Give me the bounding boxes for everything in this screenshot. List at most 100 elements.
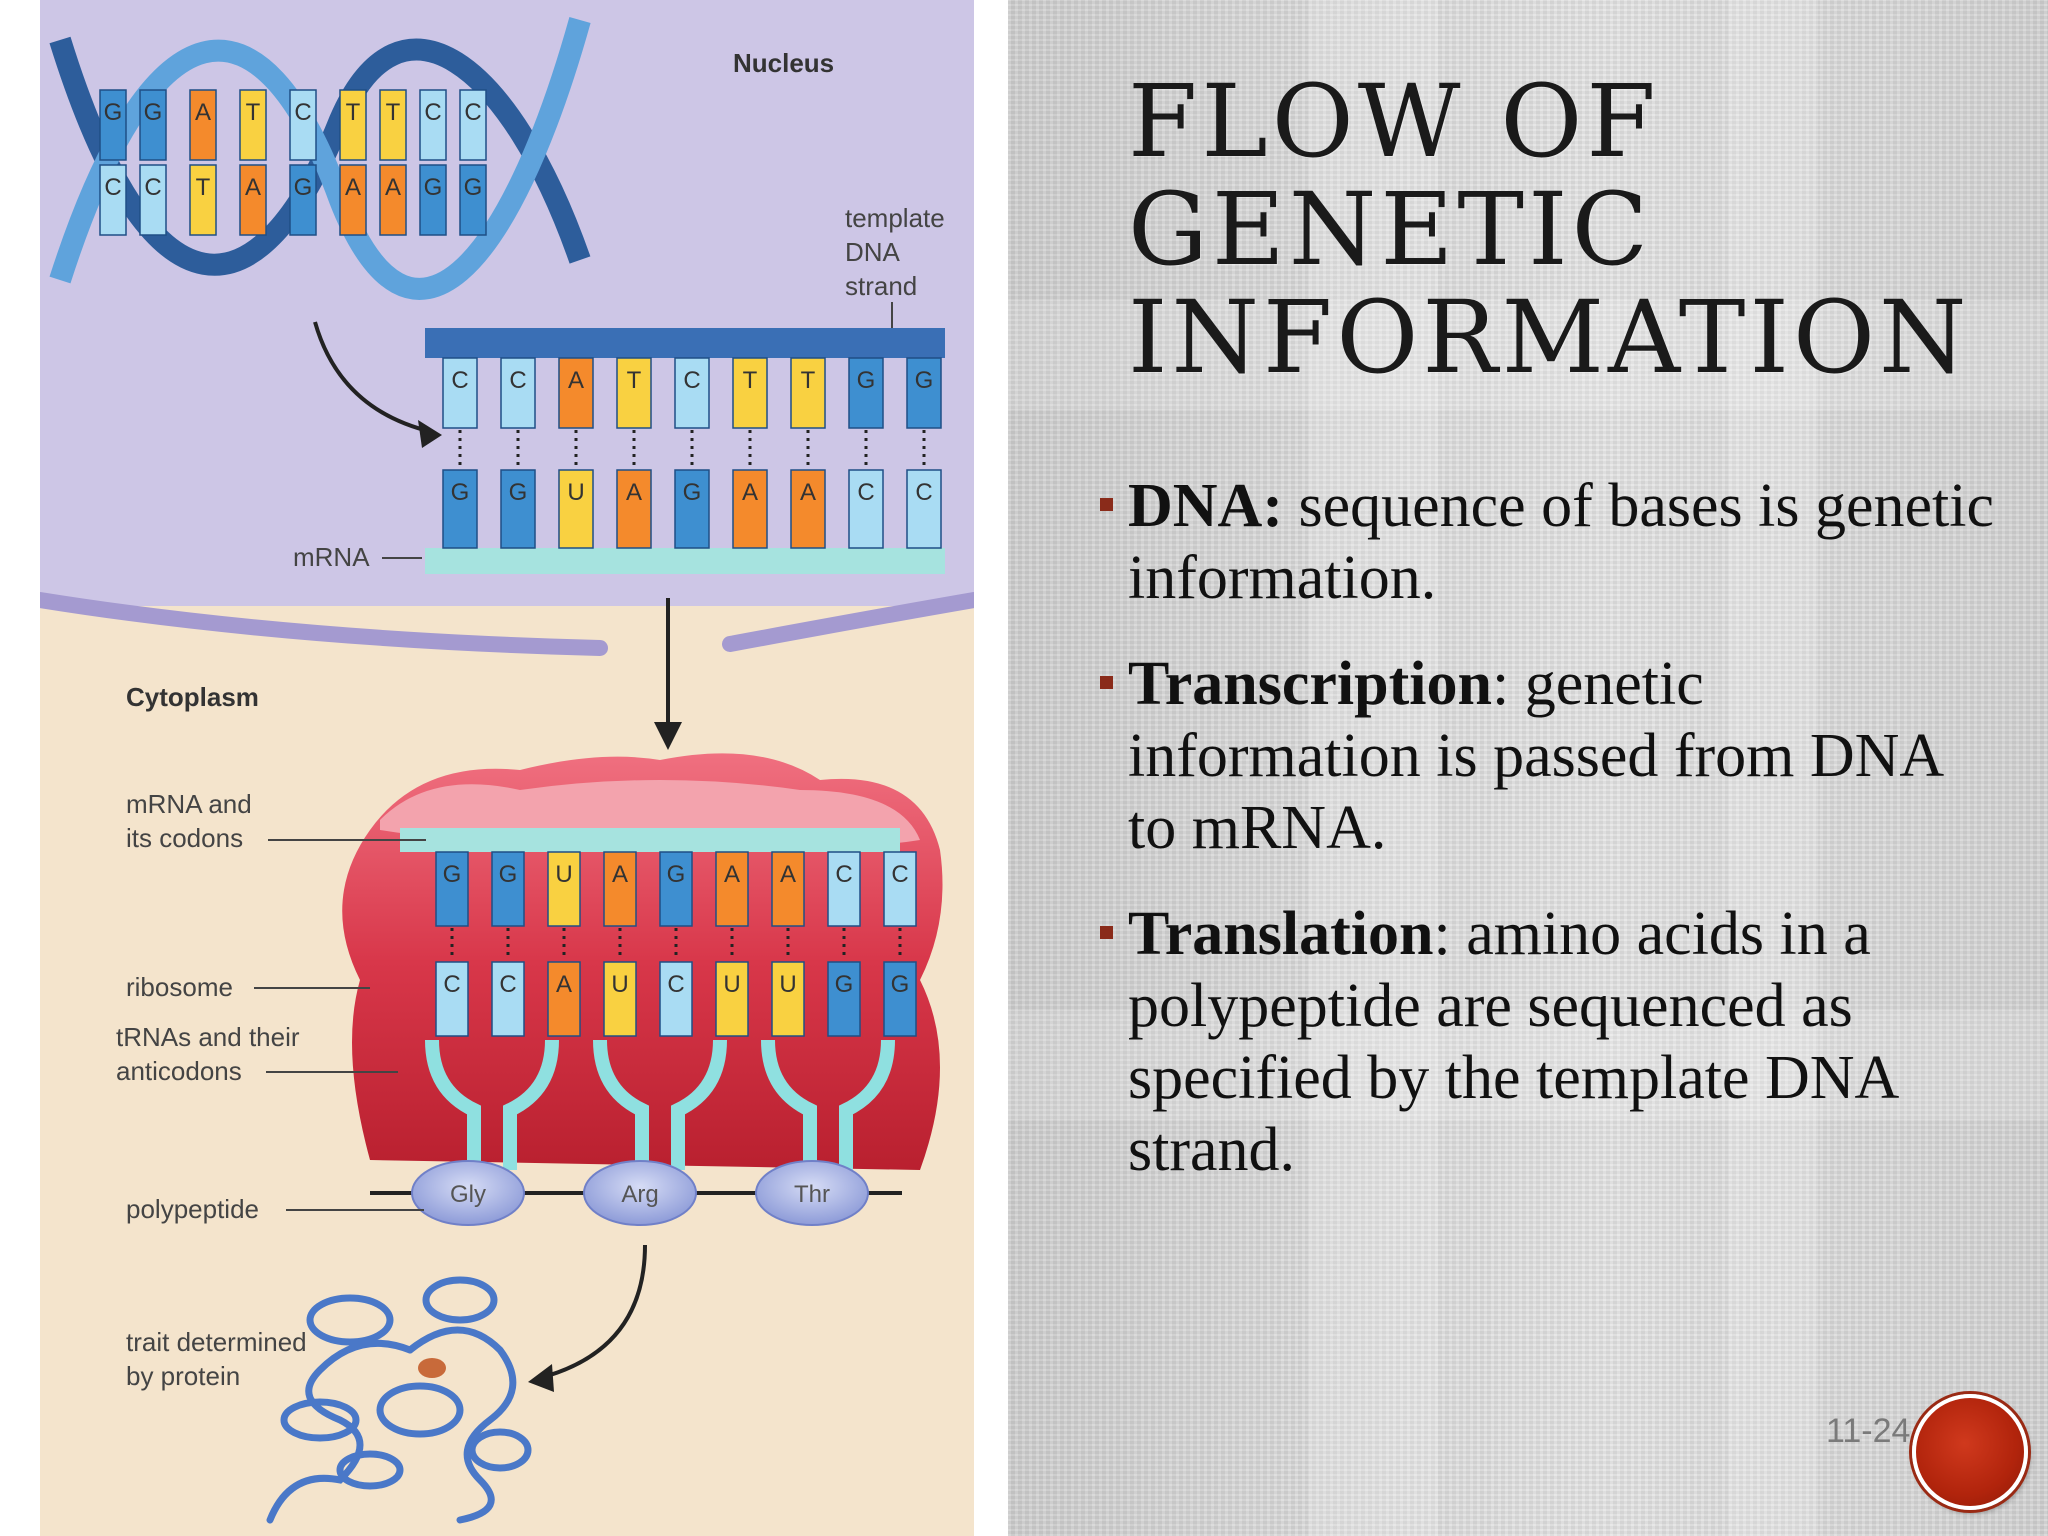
mrna-base: G: [500, 469, 536, 549]
helix-base: C: [289, 89, 317, 161]
template-base-letter: T: [801, 367, 816, 394]
mrna-label: mRNA: [293, 542, 370, 572]
mrna-base-letter: C: [915, 479, 932, 506]
ribosome-mrna-strand: [400, 828, 900, 852]
bullet-text: sequence of bases is genetic information…: [1128, 472, 1994, 612]
template-base: T: [790, 357, 826, 429]
mrna-base-letter: A: [800, 479, 816, 506]
amino-acid-label: Gly: [450, 1181, 486, 1208]
template-base: A: [558, 357, 594, 429]
codon-base-letter: G: [499, 861, 518, 888]
folding-arrowhead: [528, 1364, 554, 1392]
template-base-letter: C: [451, 367, 468, 394]
template-base: C: [674, 357, 710, 429]
codon-base: A: [603, 851, 637, 927]
codon-base: G: [659, 851, 693, 927]
template-base-letter: G: [915, 367, 934, 394]
bullet-item-dna: DNA: sequence of bases is genetic inform…: [1100, 470, 2000, 614]
bullet-item-translation: Translation: amino acids in a polypeptid…: [1100, 898, 2000, 1186]
template-base-letter: C: [683, 367, 700, 394]
trna-stem: [761, 1039, 895, 1170]
template-dna-label-line3: strand: [845, 271, 917, 301]
anticodon-base: A: [547, 961, 581, 1037]
polypeptide-label: polypeptide: [126, 1194, 259, 1224]
template-base-letter: T: [743, 367, 758, 394]
mrna-base: A: [732, 469, 768, 549]
helix-base-letter: C: [464, 99, 481, 126]
template-base: G: [848, 357, 884, 429]
helix-base: A: [379, 164, 407, 236]
codon-base: C: [883, 851, 917, 927]
helix-base: C: [99, 164, 127, 236]
helix-base-letter: C: [294, 99, 311, 126]
helix-base-letter: A: [345, 174, 361, 201]
bullet-term: Translation: [1128, 900, 1434, 968]
slide-badge-icon: [1912, 1394, 2028, 1510]
helix-base: G: [99, 89, 127, 161]
bullet-term: DNA:: [1128, 472, 1283, 540]
trna-stem: [425, 1039, 559, 1170]
template-base-letter: G: [857, 367, 876, 394]
mrna-base: A: [616, 469, 652, 549]
amino-acid-label: Arg: [621, 1181, 658, 1208]
bullet-text: : genetic information is passed from DNA…: [1128, 650, 1941, 862]
bullet-list: DNA: sequence of bases is genetic inform…: [1100, 470, 2000, 1220]
helix-base-letter: A: [195, 99, 211, 126]
folding-arrow: [539, 1244, 647, 1380]
anticodon-base-letter: C: [499, 971, 516, 998]
anticodon-base: C: [491, 961, 525, 1037]
helix-base-letter: C: [424, 99, 441, 126]
template-strand-backbone: [425, 328, 945, 358]
helix-base: T: [379, 89, 407, 161]
template-base: C: [500, 357, 536, 429]
codon-base: A: [771, 851, 805, 927]
anticodon-base: U: [715, 961, 749, 1037]
helix-base: T: [239, 89, 267, 161]
mrna-base-letter: G: [509, 479, 528, 506]
slide-text-panel: Flow of Genetic Information DNA: sequenc…: [1008, 0, 2048, 1536]
helix-base-letter: T: [246, 99, 261, 126]
panel-texture-band: [1308, 0, 1438, 1536]
anticodon-base: U: [603, 961, 637, 1037]
helix-base-letter: T: [196, 174, 211, 201]
template-base: T: [616, 357, 652, 429]
folded-protein-icon: [266, 1276, 532, 1524]
codon-base-letter: U: [555, 861, 572, 888]
anticodon-base-letter: C: [443, 971, 460, 998]
anticodon-base-letter: G: [891, 971, 910, 998]
transcription-arrow: [313, 321, 433, 434]
trait-label-line2: by protein: [126, 1361, 240, 1391]
anticodon-base: G: [883, 961, 917, 1037]
template-base-letter: T: [627, 367, 642, 394]
codon-base: A: [715, 851, 749, 927]
bullet-text: : amino acids in a polypeptide are seque…: [1128, 900, 1896, 1184]
anticodon-base-letter: A: [556, 971, 572, 998]
codon-base: G: [491, 851, 525, 927]
template-base: G: [906, 357, 942, 429]
amino-acid-label: Thr: [794, 1181, 830, 1208]
transcription-arrowhead: [418, 420, 442, 448]
helix-base: C: [419, 89, 447, 161]
panel-texture-band: [1008, 1010, 2048, 1120]
helix-base: A: [189, 89, 217, 161]
bullet-item-transcription: Transcription: genetic information is pa…: [1100, 648, 2000, 864]
nucleus-label: Nucleus: [733, 48, 834, 78]
template-base: T: [732, 357, 768, 429]
mrna-codons-label-line1: mRNA and: [126, 789, 252, 819]
codon-base: G: [435, 851, 469, 927]
template-base: C: [442, 357, 478, 429]
helix-base: G: [289, 164, 317, 236]
anticodon-base: G: [827, 961, 861, 1037]
bullet-marker-icon: [1100, 498, 1113, 511]
codon-base: C: [827, 851, 861, 927]
helix-base-letter: C: [144, 174, 161, 201]
anticodon-base-letter: C: [667, 971, 684, 998]
protein-active-site: [418, 1358, 446, 1378]
helix-base-letter: T: [346, 99, 361, 126]
anticodon-base: U: [771, 961, 805, 1037]
bullet-marker-icon: [1100, 676, 1113, 689]
